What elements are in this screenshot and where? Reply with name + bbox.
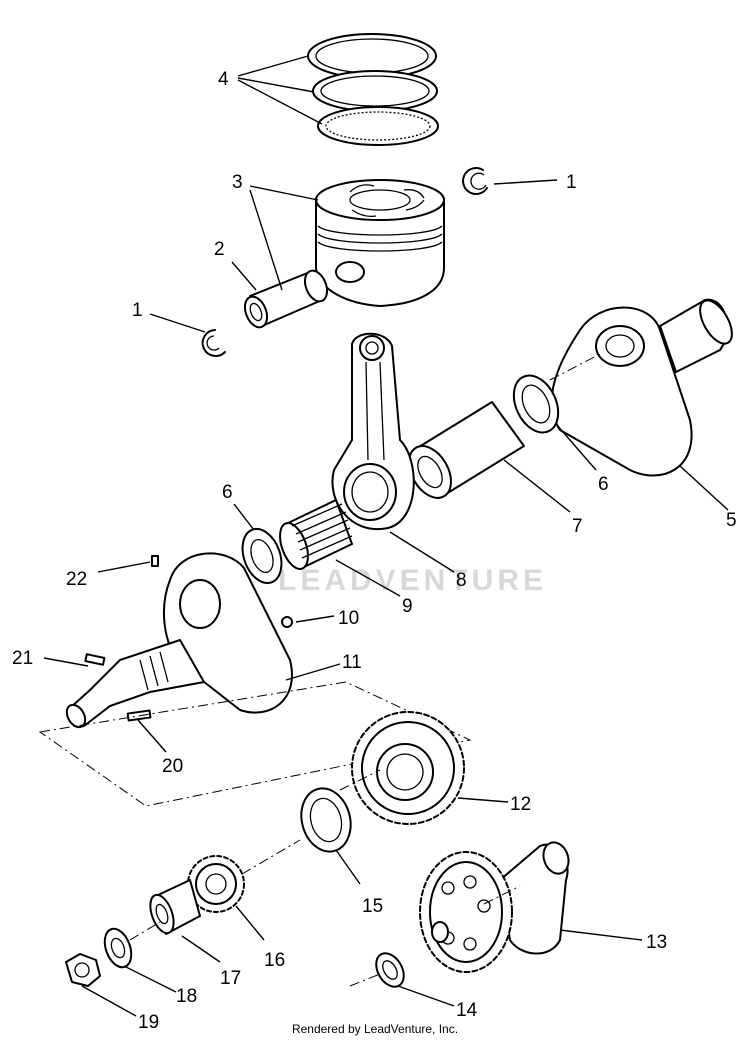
callout-10: 10 bbox=[338, 608, 359, 629]
callout-9: 9 bbox=[402, 596, 413, 617]
callout-16: 16 bbox=[264, 950, 285, 971]
steel-ball bbox=[281, 616, 293, 628]
callout-21: 21 bbox=[12, 648, 33, 669]
callout-6-left: 6 bbox=[222, 482, 233, 503]
piston-rings bbox=[307, 33, 439, 146]
callout-13: 13 bbox=[646, 932, 667, 953]
needle-bearing bbox=[279, 499, 353, 570]
callout-17: 17 bbox=[220, 968, 241, 989]
callout-2: 2 bbox=[214, 239, 225, 260]
callout-11: 11 bbox=[342, 652, 362, 673]
connecting-rod bbox=[331, 332, 415, 531]
key-21 bbox=[84, 653, 106, 666]
callout-18: 18 bbox=[176, 986, 197, 1007]
balancer-shaft bbox=[419, 841, 570, 973]
callout-12: 12 bbox=[510, 794, 531, 815]
thrust-washer-left bbox=[241, 527, 283, 585]
washer-18 bbox=[103, 927, 133, 969]
washer-14 bbox=[375, 952, 405, 988]
circlip-left bbox=[201, 329, 226, 357]
callout-7: 7 bbox=[572, 516, 583, 537]
piston bbox=[315, 179, 445, 307]
circlip-top bbox=[462, 167, 488, 195]
crank-gear bbox=[351, 711, 465, 825]
leader-lines bbox=[43, 55, 729, 1017]
callout-4: 4 bbox=[218, 69, 229, 90]
callout-22: 22 bbox=[66, 569, 87, 590]
crankshaft-right-half bbox=[550, 298, 733, 477]
callout-1-left: 1 bbox=[132, 300, 143, 321]
thrust-washer-right bbox=[512, 374, 560, 434]
piston-pin bbox=[243, 269, 329, 329]
watermark: LEADVENTURE bbox=[278, 564, 547, 597]
callout-1-top: 1 bbox=[566, 172, 577, 193]
callout-15: 15 bbox=[362, 896, 383, 917]
balancer-drive-gear bbox=[187, 855, 245, 913]
hex-nut bbox=[65, 953, 101, 987]
centerlines bbox=[129, 353, 601, 987]
footer-credit: Rendered by LeadVenture, Inc. bbox=[291, 1022, 459, 1036]
callout-8: 8 bbox=[456, 570, 467, 591]
callout-19: 19 bbox=[138, 1012, 159, 1033]
woodruff-key bbox=[151, 555, 159, 567]
callout-14: 14 bbox=[456, 1000, 478, 1021]
callout-6-right: 6 bbox=[598, 474, 609, 495]
callout-5: 5 bbox=[726, 510, 737, 531]
callout-20: 20 bbox=[162, 756, 183, 777]
washer-15 bbox=[300, 787, 352, 853]
crank-pin bbox=[408, 401, 525, 499]
crankshaft-left-half bbox=[65, 552, 293, 729]
callout-3: 3 bbox=[232, 172, 243, 193]
assembly-frame bbox=[38, 681, 472, 807]
castle-nut bbox=[149, 879, 201, 935]
